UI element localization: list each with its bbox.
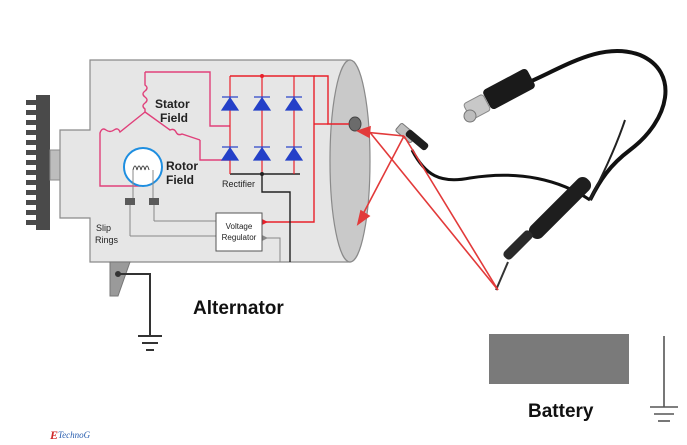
probe-connection-lines xyxy=(356,125,499,291)
logo-text: TechnoG xyxy=(58,430,91,440)
rectifier-label: Rectifier xyxy=(222,179,255,189)
stator-field-label-1: Stator xyxy=(155,97,190,111)
slip-ring-brushes xyxy=(125,198,216,237)
output-terminal xyxy=(348,116,362,132)
stator-field-label-2: Field xyxy=(160,111,188,125)
voltage-regulator-label-1: Voltage xyxy=(226,222,253,231)
mounting-foot xyxy=(109,261,131,297)
battery-ground-symbol xyxy=(650,336,678,422)
alternator-label: Alternator xyxy=(193,298,284,319)
alternator-ground-symbol xyxy=(115,271,162,351)
pulley xyxy=(26,95,65,230)
voltage-regulator-label-2: Regulator xyxy=(222,233,257,242)
bnc-connector xyxy=(463,68,535,123)
rotor-field-label-1: Rotor xyxy=(166,159,198,173)
battery-label: Battery xyxy=(528,401,594,422)
alternator-housing xyxy=(59,59,371,297)
voltage-regulator: Voltage Regulator xyxy=(215,212,263,252)
logo-initial: E xyxy=(49,428,58,442)
battery xyxy=(489,334,629,384)
wiring xyxy=(261,75,349,262)
ground-clip xyxy=(395,123,429,151)
slip-rings-label-1: Slip xyxy=(96,223,111,233)
slip-rings-label-2: Rings xyxy=(95,235,119,245)
rectifier-bridge xyxy=(220,74,304,176)
etechnog-logo: E TechnoG xyxy=(49,428,91,442)
oscilloscope-probe xyxy=(395,48,668,291)
probe-body xyxy=(495,176,592,291)
rotor-field-label-2: Field xyxy=(166,173,194,187)
rotor xyxy=(123,147,163,198)
